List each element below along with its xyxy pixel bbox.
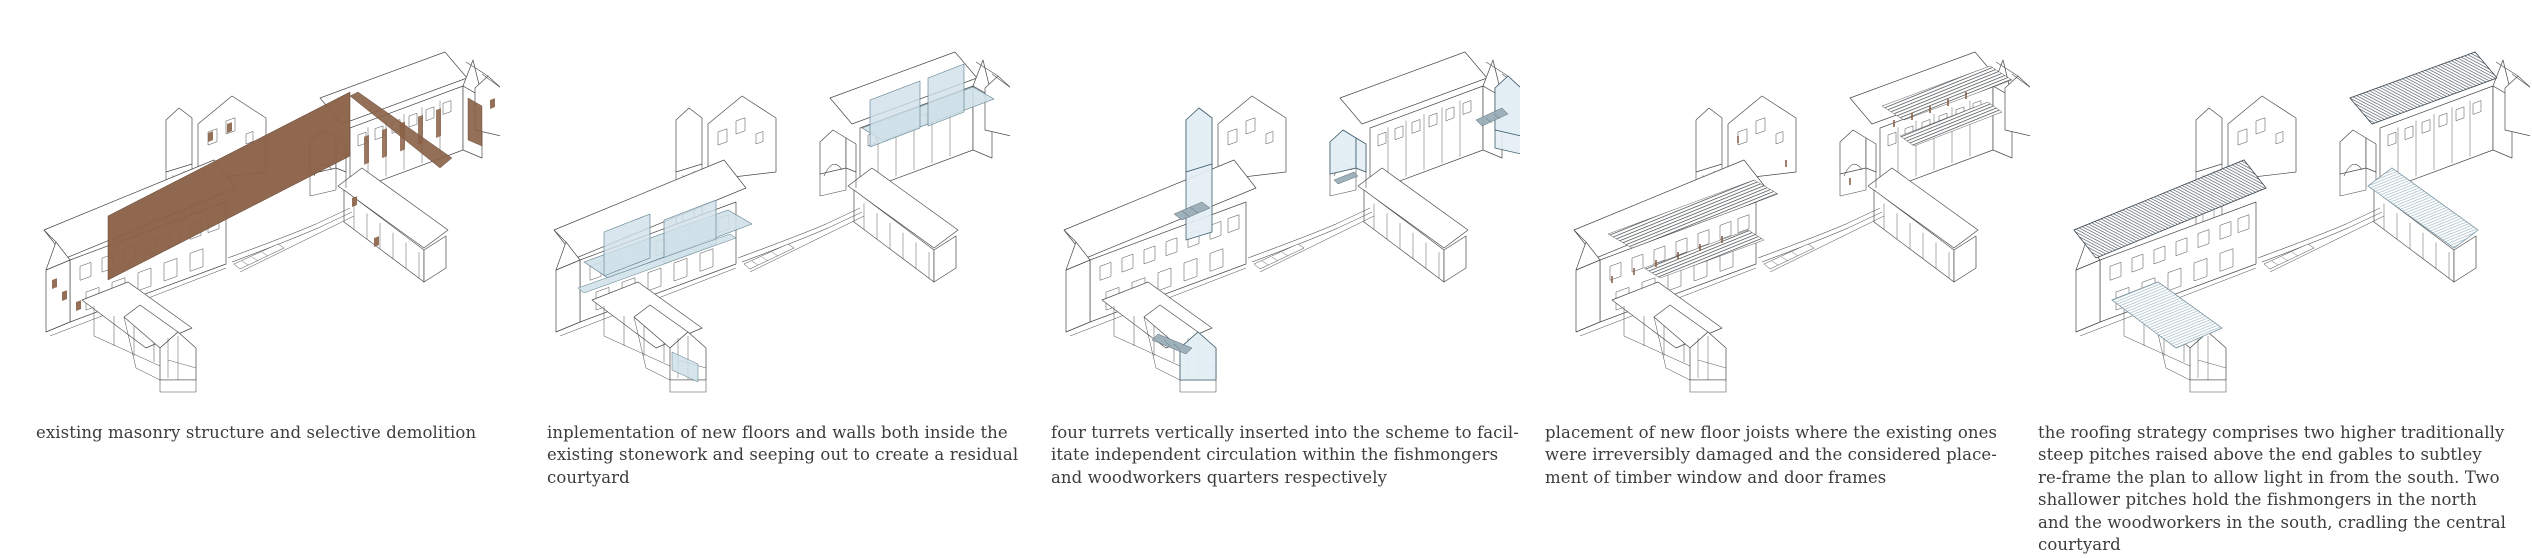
caption-existing-masonry: existing masonry structure and selective…	[36, 423, 477, 442]
axonometric-drawing-floor-joists	[1573, 51, 2030, 393]
caption-four-turrets: four turrets vertically inserted into th…	[1051, 423, 1519, 487]
axonometric-drawing-new-floors-walls	[553, 51, 1010, 393]
axonometric-drawing-four-turrets	[1063, 51, 1520, 393]
caption-roofing-strategy: the roofing strategy comprises two highe…	[2038, 423, 2507, 555]
axonometric-drawing-roofing-strategy	[2073, 51, 2530, 393]
axonometric-drawing-existing-masonry	[43, 51, 500, 393]
caption-floor-joists: placement of new floor joists where the …	[1545, 423, 1998, 487]
caption-new-floors-walls: inplementation of new floors and walls b…	[547, 423, 1019, 487]
